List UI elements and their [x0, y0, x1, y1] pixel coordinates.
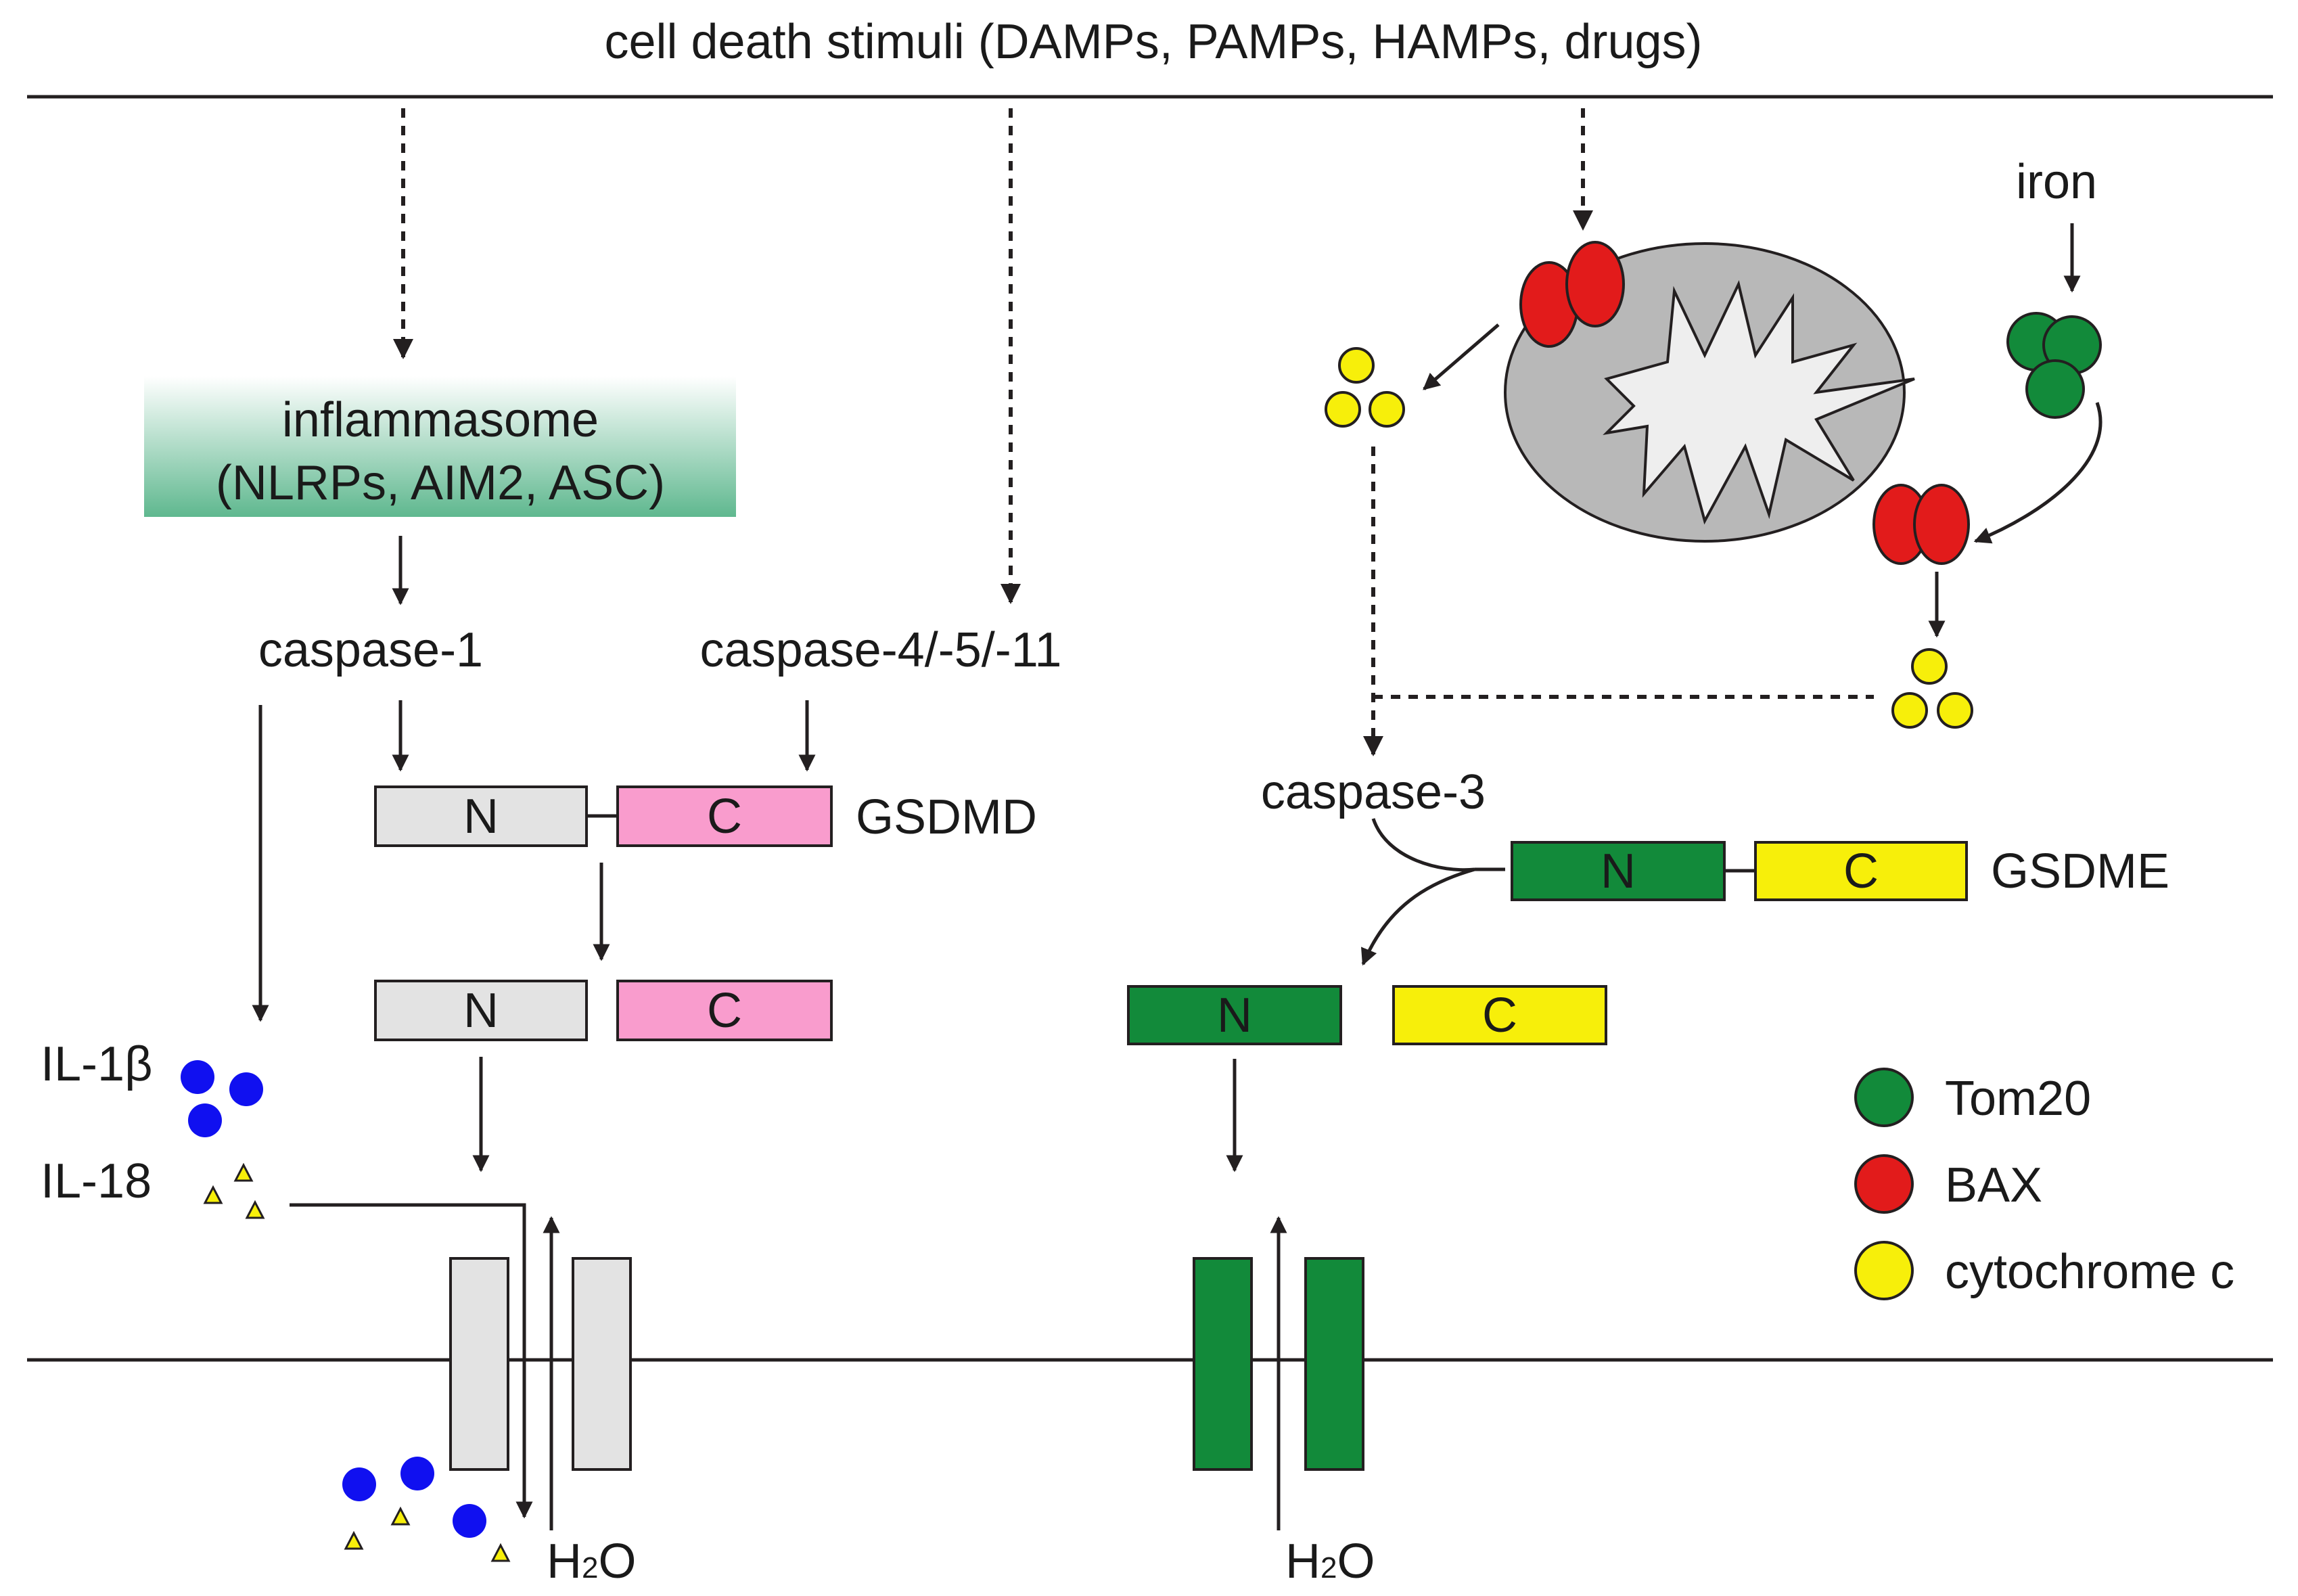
legend-swatch-cytochrome-c	[1854, 1241, 1914, 1300]
caspase3-label: caspase-3	[1261, 765, 1486, 819]
legend-label-cytochrome-c: cytochrome c	[1945, 1245, 2234, 1299]
gsdmd-cleaved-c-label: C	[707, 984, 742, 1038]
gsdme-c-label: C	[1843, 844, 1879, 898]
il1b-dot	[229, 1072, 263, 1106]
gsdme-cleaved: N C	[1127, 985, 1607, 1045]
gsdmd-cleaved-n-label: N	[463, 984, 499, 1038]
inflammasome-box-fill	[144, 376, 736, 517]
il1b-dot	[181, 1060, 214, 1094]
gsdmd-c-domain	[616, 785, 833, 847]
iron-label: iron	[2016, 155, 2097, 209]
arrow-cytokine-release	[290, 1203, 533, 1519]
gsdme-pore	[1193, 1257, 1364, 1471]
il18-label: IL-18	[41, 1154, 152, 1208]
cytochrome-c-dot	[1325, 391, 1361, 428]
cytochrome-c-dot	[1369, 391, 1405, 428]
legend-swatch-bax	[1854, 1154, 1914, 1214]
arrow-caspase3-cleaves-gsdme	[1361, 818, 1475, 966]
il18-triangle	[245, 1200, 265, 1219]
gsdme-cleaved-n-domain	[1127, 985, 1342, 1045]
gsdme-pore-subunit-left	[1193, 1257, 1253, 1471]
cytochrome-c-dot	[1937, 692, 1973, 729]
released-il18-triangle	[390, 1506, 411, 1526]
gsdmd-pore-subunit-right	[572, 1257, 632, 1471]
caspase4511-label: caspase-4/-5/-11	[700, 623, 1062, 677]
gsdmd-full-length: N C GSDMD	[374, 785, 1037, 847]
il1b-dot	[188, 1103, 222, 1137]
gsdme-label: GSDME	[1991, 844, 2169, 898]
stimuli-label: cell death stimuli (DAMPs, PAMPs, HAMPs,…	[604, 15, 1702, 69]
legend-label-bax: BAX	[1945, 1158, 2042, 1212]
inflammasome-components: (NLRPs, AIM2, ASC)	[216, 456, 665, 510]
inflammasome-title: inflammasome	[282, 393, 599, 447]
gsdme-n-label: N	[1601, 844, 1636, 898]
gsdmd-cleaved-n-domain	[374, 980, 588, 1041]
cytochrome-c-dot	[1891, 692, 1928, 729]
tom20-protein	[2025, 359, 2085, 419]
gsdmd-pore-subunit-left	[449, 1257, 509, 1471]
gsdmd-label: GSDMD	[856, 790, 1037, 844]
il18-triangle	[203, 1185, 223, 1204]
arrow-tom20-to-bax	[1973, 402, 2102, 544]
cytochrome-c-dot	[1911, 648, 1948, 685]
legend: Tom20 BAX cytochrome c	[1854, 1068, 2234, 1300]
gsdmd-cleaved: N C	[374, 980, 833, 1041]
il1b-label: IL-1β	[41, 1037, 152, 1091]
gsdmd-pore	[449, 1257, 632, 1471]
gsdme-pore-subunit-right	[1304, 1257, 1364, 1471]
cytochrome-c-dot	[1338, 347, 1375, 384]
released-il1b-dot	[453, 1504, 486, 1538]
released-il1b-dot	[342, 1467, 376, 1501]
gsdme-n-domain	[1511, 841, 1726, 901]
released-il18-triangle	[344, 1530, 364, 1550]
gsdme-cleaved-c-label: C	[1482, 988, 1517, 1043]
bax-protein	[1913, 484, 1970, 565]
gsdme-cleaved-c-domain	[1392, 985, 1607, 1045]
gsdme-c-domain	[1754, 841, 1968, 901]
water-label-gsdme: H2O	[1285, 1534, 1375, 1589]
arrow-bax-release-cytc-left	[1423, 323, 1500, 390]
gsdme-cleaved-n-label: N	[1217, 988, 1252, 1043]
released-il1b-dot	[400, 1457, 434, 1490]
released-il18-triangle	[490, 1543, 511, 1562]
legend-swatch-tom20	[1854, 1068, 1914, 1127]
gsdmd-c-label: C	[707, 790, 742, 844]
il18-triangle	[233, 1162, 254, 1182]
caspase1-label: caspase-1	[258, 623, 483, 677]
mitochondrion-cristae	[1603, 280, 1915, 525]
water-label-gsdmd: H2O	[547, 1534, 637, 1589]
inflammasome-box: inflammasome (NLRPs, AIM2, ASC)	[144, 376, 736, 517]
gsdmd-n-label: N	[463, 790, 499, 844]
bax-protein	[1565, 241, 1625, 327]
gsdmd-cleaved-c-domain	[616, 980, 833, 1041]
gsdme-full-length: N C GSDME	[1511, 841, 2169, 901]
legend-label-tom20: Tom20	[1945, 1072, 2091, 1126]
